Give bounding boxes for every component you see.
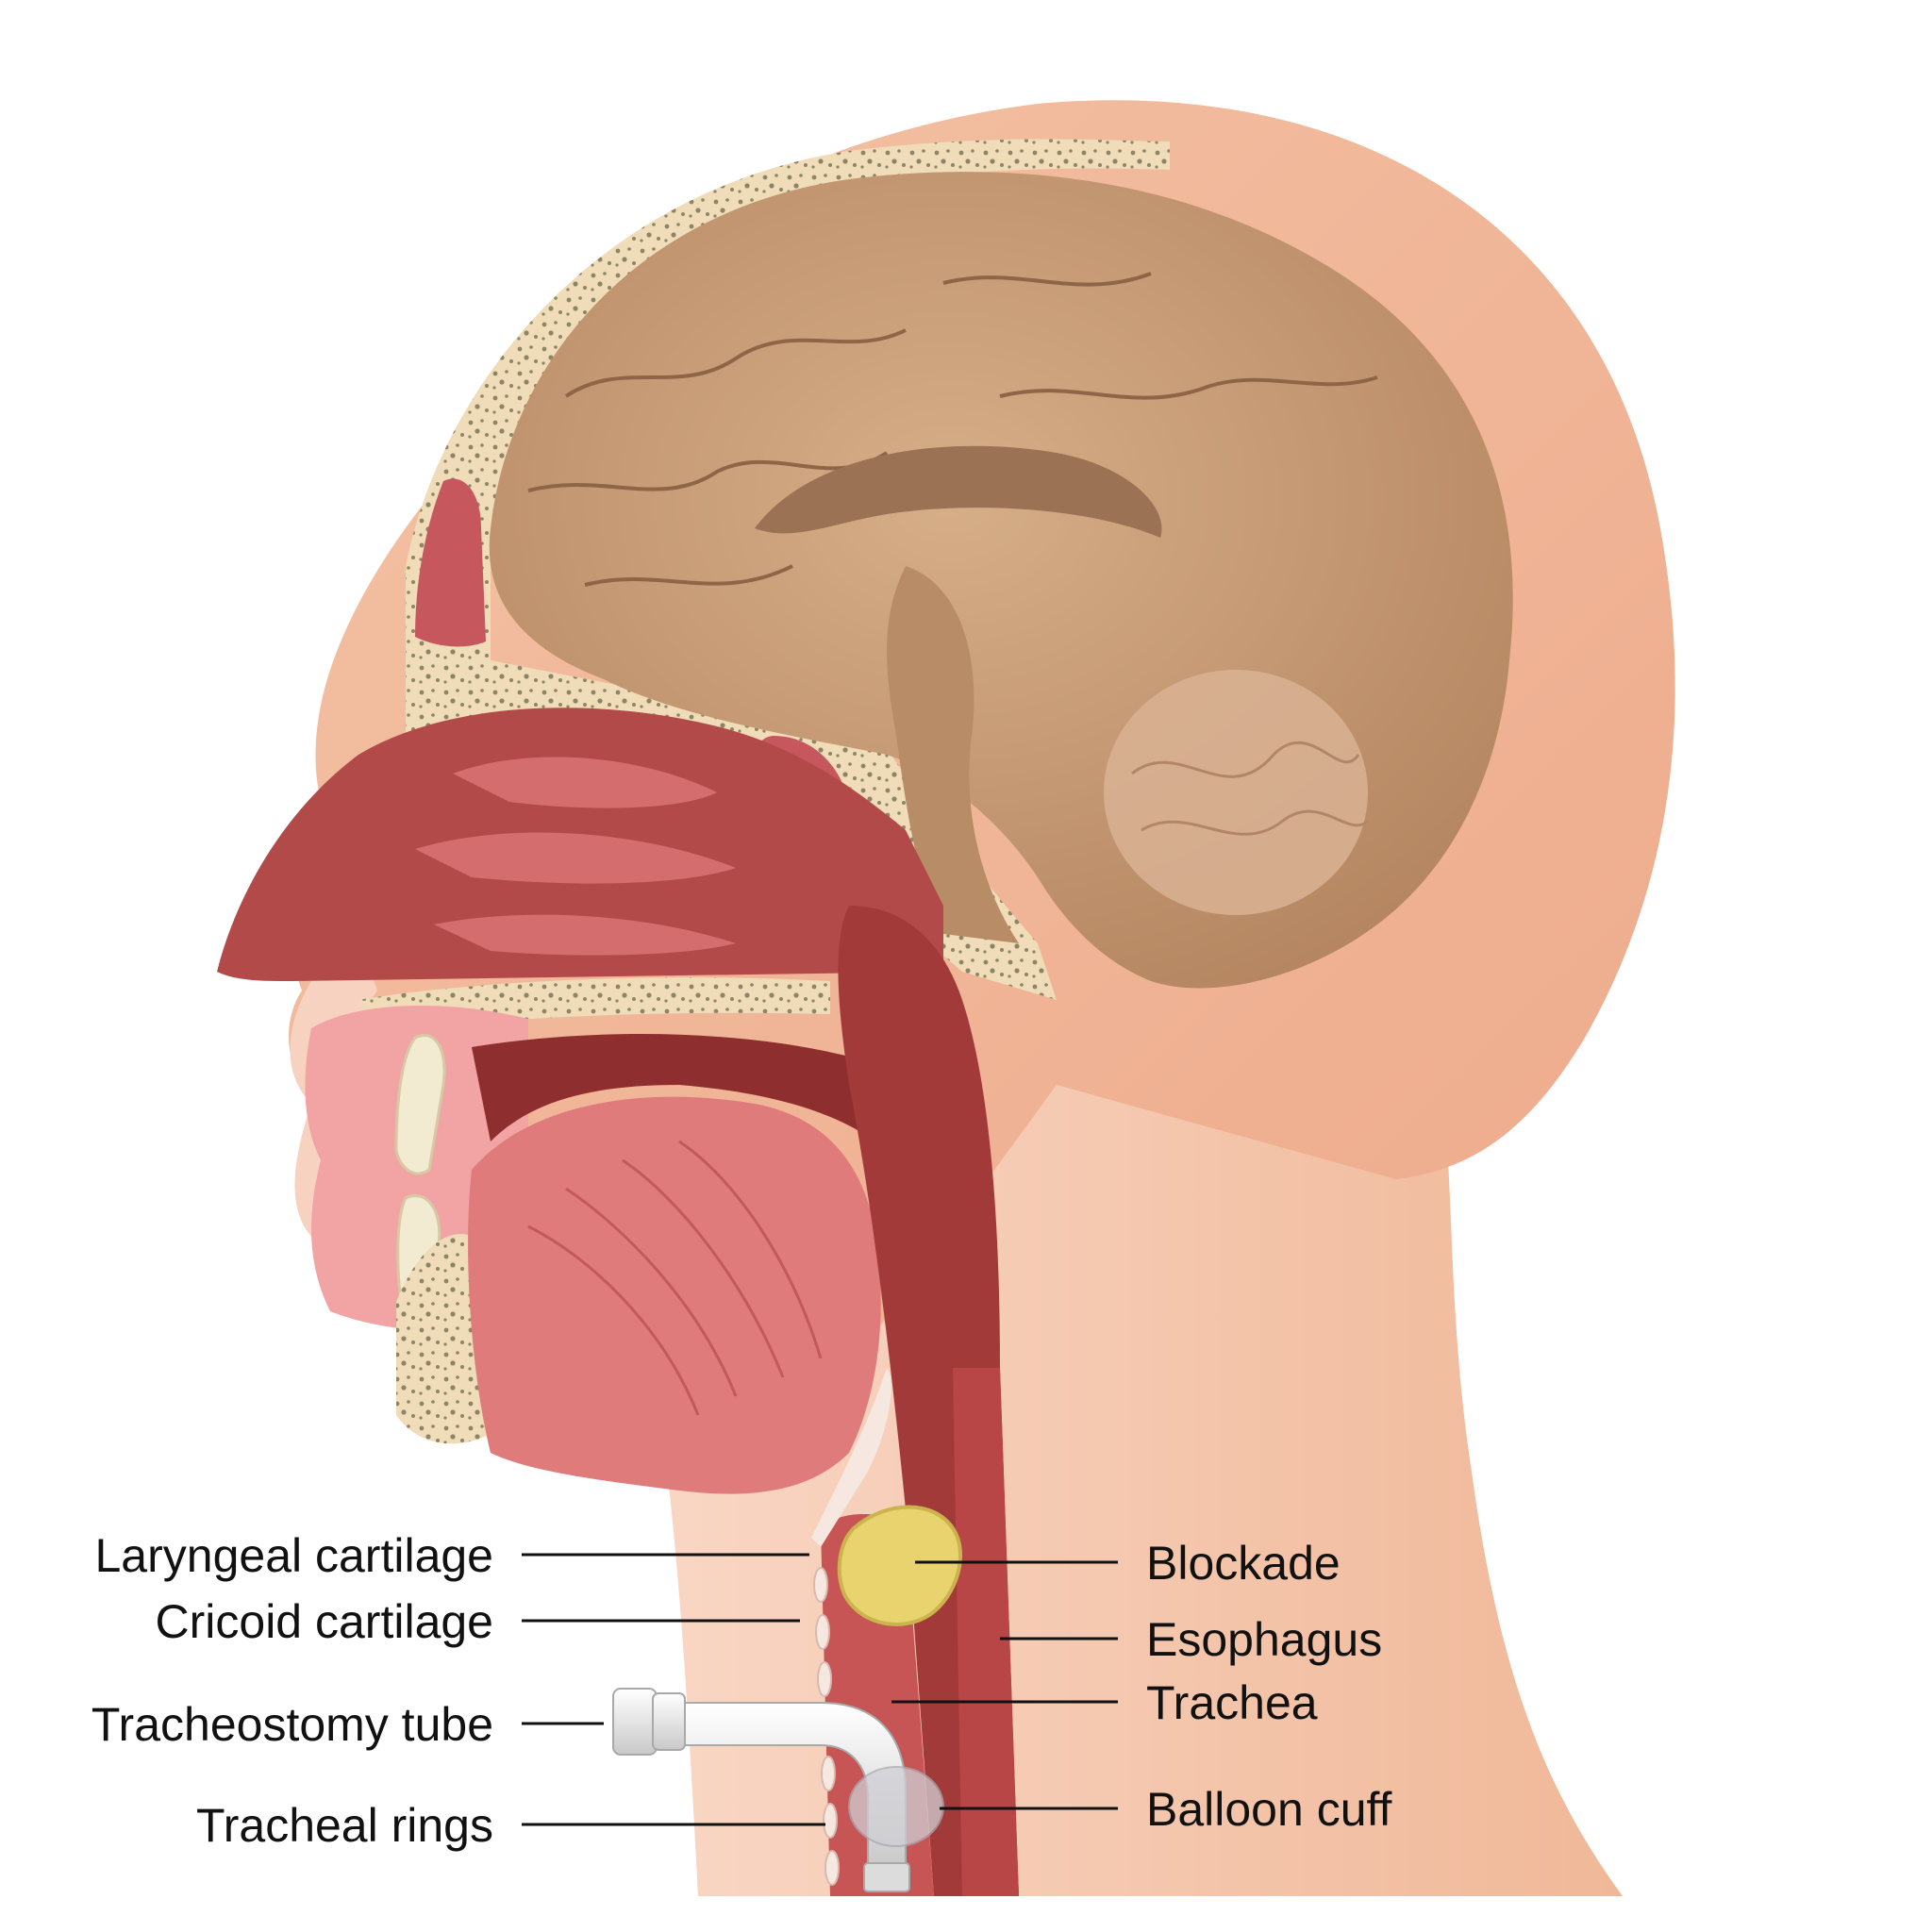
label-tracheal-rings: Tracheal rings [196,1799,493,1852]
tube-flange [612,1688,658,1756]
esophagus [953,1368,1019,1896]
nasal-conchae [415,757,736,956]
upper-tooth [394,1034,446,1175]
tube-tip [863,1862,910,1892]
blockade [837,1505,962,1626]
brainstem [887,566,1019,943]
label-esophagus: Esophagus [1146,1613,1382,1666]
leader-lines [522,1553,1118,1826]
label-blockade: Blockade [1146,1537,1341,1590]
laryngeal-cartilage [811,1368,891,1547]
brain [489,172,1513,989]
label-balloon-cuff: Balloon cuff [1146,1783,1391,1836]
cerebellum [1104,670,1368,915]
label-tracheostomy-tube: Tracheostomy tube [92,1698,493,1751]
label-laryngeal-cartilage: Laryngeal cartilage [95,1529,494,1582]
tongue [468,1096,881,1494]
label-cricoid-cartilage: Cricoid cartilage [156,1595,493,1648]
mandible [396,1234,491,1444]
frontal-sinus [415,478,486,647]
label-trachea: Trachea [1146,1676,1318,1729]
soft-palate [472,1034,943,1170]
labels-right: Blockade Esophagus Trachea Balloon cuff [1146,1537,1391,1836]
balloon-cuff [848,1766,944,1847]
corpus-callosum [755,445,1162,538]
labels-left: Laryngeal cartilage Cricoid cartilage Tr… [92,1529,493,1852]
tube-connector [652,1692,686,1751]
